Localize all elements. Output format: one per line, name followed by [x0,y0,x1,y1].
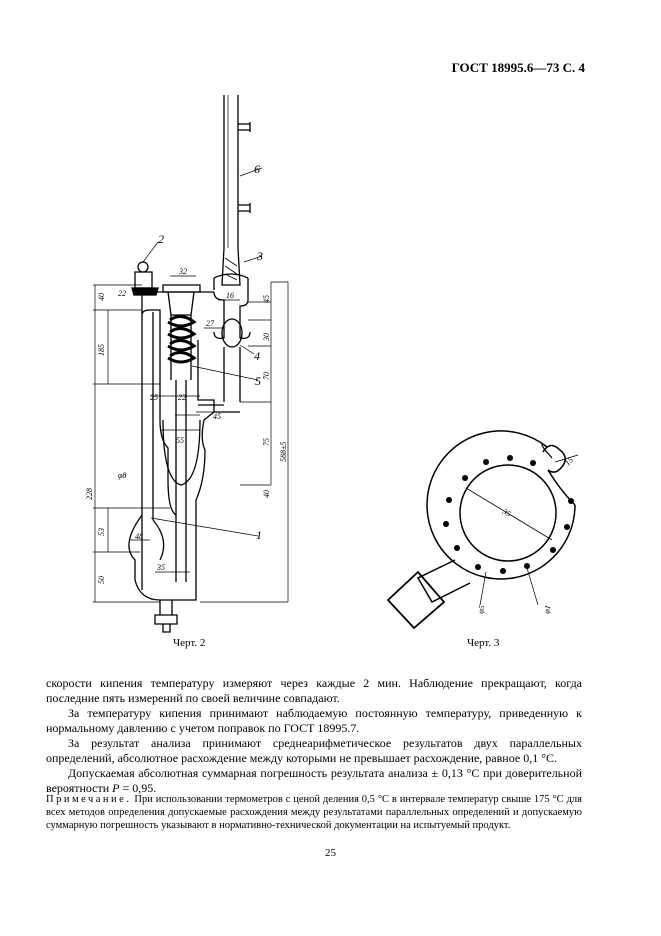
part-5: 5 [255,374,261,388]
paragraph-2: За температуру кипения принимают наблюда… [46,706,582,735]
dim-228: 228 [85,488,94,500]
dim-75: 75 [262,438,271,446]
dim-27: 27 [206,319,215,328]
dim-8: φ8 [118,471,126,480]
ring-dim-hole-1: φ1 [542,604,552,614]
part-2: 2 [158,232,164,246]
dim-32: 32 [178,267,187,276]
dim-35: 35 [156,563,165,572]
dim-588: 588±5 [279,442,288,462]
paragraph-4: Допускаемая абсолютная суммарная погрешн… [46,766,582,796]
note-text: При использовании термометров с ценой де… [46,794,582,831]
page-number: 25 [325,847,336,859]
dim-50: 50 [97,576,106,584]
paragraph-4-text: Допускаемая абсолютная суммарная погрешн… [46,766,582,795]
ring-figure: 15 35 φ5 φ1 [386,430,579,630]
part-3: 3 [256,249,263,263]
dim-25: 25 [150,393,158,402]
apparatus-figure: 2 3 6 4 5 1 32 22 16 27 25 22 45 55 φ8 4… [85,95,289,633]
figure-3-caption: Черт. 3 [467,637,500,649]
ring-dim-35: 35 [500,506,512,518]
ring-dim-hole-5: φ5 [476,604,486,614]
figure-drawings: 2 3 6 4 5 1 32 22 16 27 25 22 45 55 φ8 4… [85,95,579,633]
paragraph-4-value: = 0,95. [119,781,157,795]
part-1: 1 [256,528,262,542]
note: Примечание. При использовании термометро… [46,793,582,832]
paragraph-1: скорости кипения температуру измеряют че… [46,676,582,705]
body-text: скорости кипения температуру измеряют че… [46,676,582,796]
paragraph-3: За результат анализа принимают среднеари… [46,736,582,765]
figure-2-caption: Черт. 2 [173,637,206,649]
dim-70: 70 [262,372,271,380]
part-6: 6 [254,162,260,176]
dim-16: 16 [226,291,234,300]
probability-symbol: P [112,781,120,795]
dim-48: 48 [135,532,143,541]
dim-22: 22 [118,289,126,298]
dim-55: 55 [176,436,184,445]
dim-45: 45 [262,295,271,303]
dim-40: 40 [97,293,106,301]
part-4: 4 [254,349,260,363]
note-label: Примечание. [46,794,132,805]
dim-30: 30 [262,333,271,342]
dim-185: 185 [97,344,106,356]
dim-22b: 22 [178,393,186,402]
dim-40b: 40 [262,490,271,498]
page-header: ГОСТ 18995.6—73 С. 4 [451,60,585,75]
dim-53: 53 [97,528,106,536]
dim-45b: 45 [213,412,221,421]
